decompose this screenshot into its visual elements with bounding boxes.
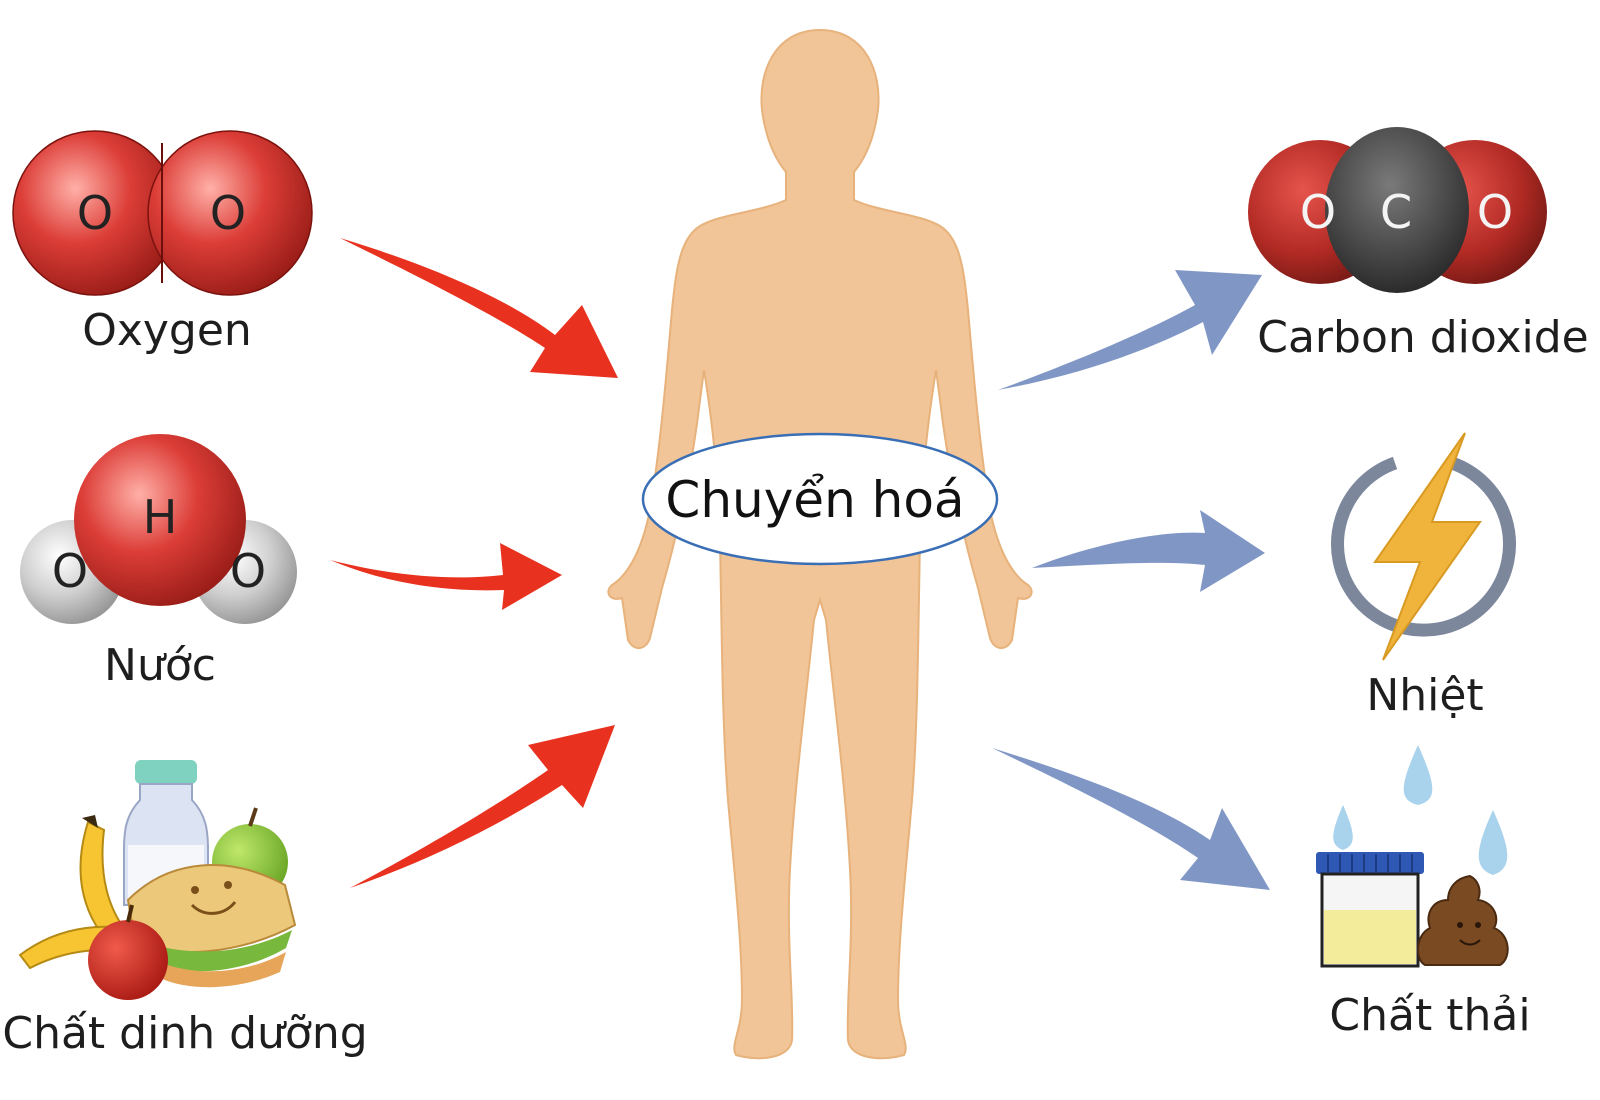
co2-atom-c: C xyxy=(1380,185,1412,239)
output-arrows xyxy=(992,270,1270,890)
arrow-food-to-body xyxy=(350,725,615,888)
oxygen-atom-2: O xyxy=(210,186,246,240)
oxygen-label: Oxygen xyxy=(82,305,252,356)
heat-label: Nhiệt xyxy=(1366,670,1483,721)
arrow-body-to-heat xyxy=(1032,510,1265,592)
center-label: Chuyển hoá xyxy=(641,432,999,566)
arrow-body-to-waste xyxy=(992,748,1270,890)
water-atom-o-left: O xyxy=(52,544,88,598)
water-label: Nước xyxy=(104,640,216,691)
input-arrows xyxy=(330,238,618,888)
co2-atom-o-right: O xyxy=(1477,185,1513,239)
co2-molecule-icon: O C O xyxy=(1248,127,1547,293)
food-label: Chất dinh dưỡng xyxy=(2,1008,367,1059)
arrow-water-to-body xyxy=(330,543,562,610)
water-atom-o-right: O xyxy=(230,544,266,598)
arrow-body-to-co2 xyxy=(998,270,1262,390)
oxygen-atom-1: O xyxy=(77,186,113,240)
food-icon xyxy=(18,760,297,1000)
water-atom-h: H xyxy=(143,490,178,544)
arrow-oxygen-to-body xyxy=(340,238,618,378)
co2-label: Carbon dioxide xyxy=(1257,312,1588,363)
waste-icon xyxy=(1316,745,1509,968)
center-label-text: Chuyển hoá xyxy=(665,471,964,529)
waste-label: Chất thải xyxy=(1329,990,1530,1041)
oxygen-molecule-icon: O O xyxy=(12,130,313,296)
co2-atom-o-left: O xyxy=(1300,185,1336,239)
water-molecule-icon: H O O xyxy=(20,434,297,624)
heat-icon xyxy=(1331,432,1516,661)
